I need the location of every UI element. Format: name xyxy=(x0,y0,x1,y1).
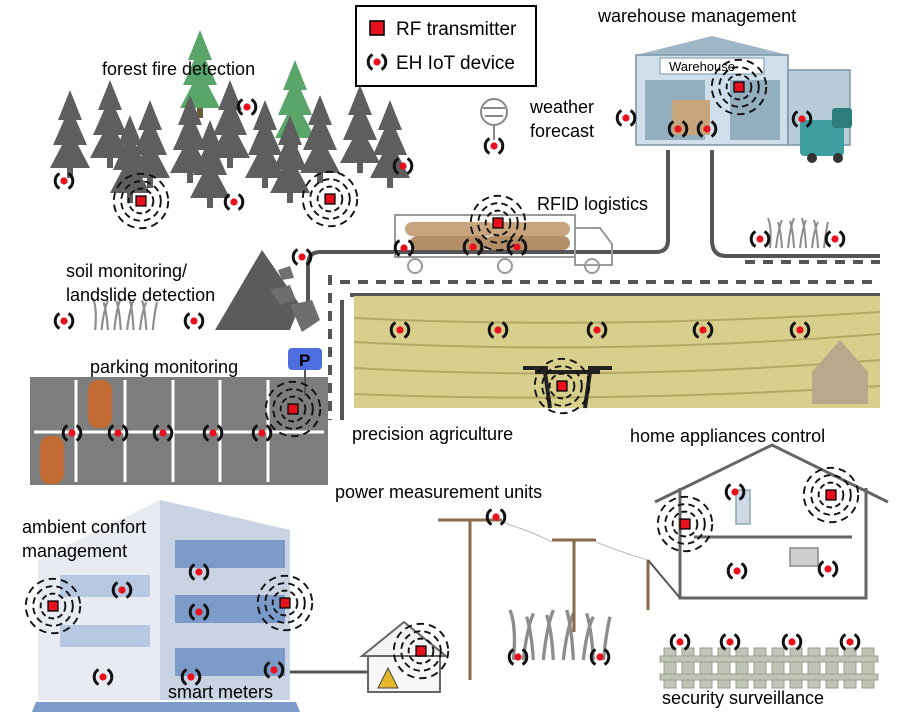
legend: RF transmitter EH IoT device xyxy=(355,5,537,87)
eh-iot-device xyxy=(781,633,803,651)
soil-monitoring-label-line1: soil monitoring/ xyxy=(66,261,187,281)
security-surveillance-label: security surveillance xyxy=(662,688,824,708)
tree-icon xyxy=(370,100,410,188)
fence-illustration xyxy=(659,647,879,689)
power-measurement-label: power measurement units xyxy=(335,482,542,502)
office-building-illustration xyxy=(32,500,375,712)
eh-iot-device xyxy=(726,562,748,580)
eh-iot-device xyxy=(615,109,637,127)
agriculture-field-illustration xyxy=(353,296,881,408)
eh-iot-device xyxy=(669,633,691,651)
parking-sign-letter: P xyxy=(299,351,310,370)
parking-monitoring-label: parking monitoring xyxy=(90,357,238,377)
forest-fire-label: forest fire detection xyxy=(102,59,255,79)
rfid-logistics-label: RFID logistics xyxy=(537,194,648,214)
smart-meters-label: smart meters xyxy=(168,682,273,702)
precision-agriculture-label: precision agriculture xyxy=(352,424,513,444)
eh-iot-device xyxy=(839,633,861,651)
weather-label-line1: weather xyxy=(529,97,594,117)
weather-label-line2: forecast xyxy=(530,121,594,141)
weather-sensor-icon xyxy=(480,98,508,140)
meter-house-illustration xyxy=(359,620,449,693)
parking-sign-icon xyxy=(288,348,322,370)
rf-transmitter xyxy=(656,495,714,553)
legend-rf-transmitter: RF transmitter xyxy=(396,19,517,40)
warehouse-label: warehouse management xyxy=(597,6,796,26)
tree-icon xyxy=(340,85,380,173)
eh-iot-device xyxy=(53,172,75,190)
eh-iot-device xyxy=(749,230,771,248)
warehouse-illustration xyxy=(635,36,852,163)
rf-transmitter xyxy=(301,170,359,228)
eh-iot-device xyxy=(236,98,258,116)
road-network xyxy=(306,150,880,420)
eh-iot-device xyxy=(824,230,846,248)
home-appliances-label: home appliances control xyxy=(630,426,825,446)
rf-transmitter-icon xyxy=(369,20,385,36)
eh-iot-device xyxy=(817,560,839,578)
tree-icon xyxy=(50,90,90,178)
rf-transmitter xyxy=(802,466,860,524)
soil-monitoring-label-line2: landslide detection xyxy=(66,285,215,305)
eh-iot-device xyxy=(53,312,75,330)
eh-iot-device xyxy=(483,137,505,155)
legend-eh-iot-device: EH IoT device xyxy=(396,53,515,74)
grass-patch xyxy=(766,216,830,250)
ambient-comfort-label-line2: management xyxy=(22,541,127,561)
eh-iot-device xyxy=(223,193,245,211)
eh-iot-device xyxy=(183,312,205,330)
eh-iot-device xyxy=(719,633,741,651)
ambient-comfort-label-line1: ambient confort xyxy=(22,517,146,537)
legend-box xyxy=(355,5,537,87)
landslide-rocks-illustration xyxy=(215,250,320,332)
eh-iot-device xyxy=(485,508,507,526)
power-lines-illustration xyxy=(438,518,681,680)
